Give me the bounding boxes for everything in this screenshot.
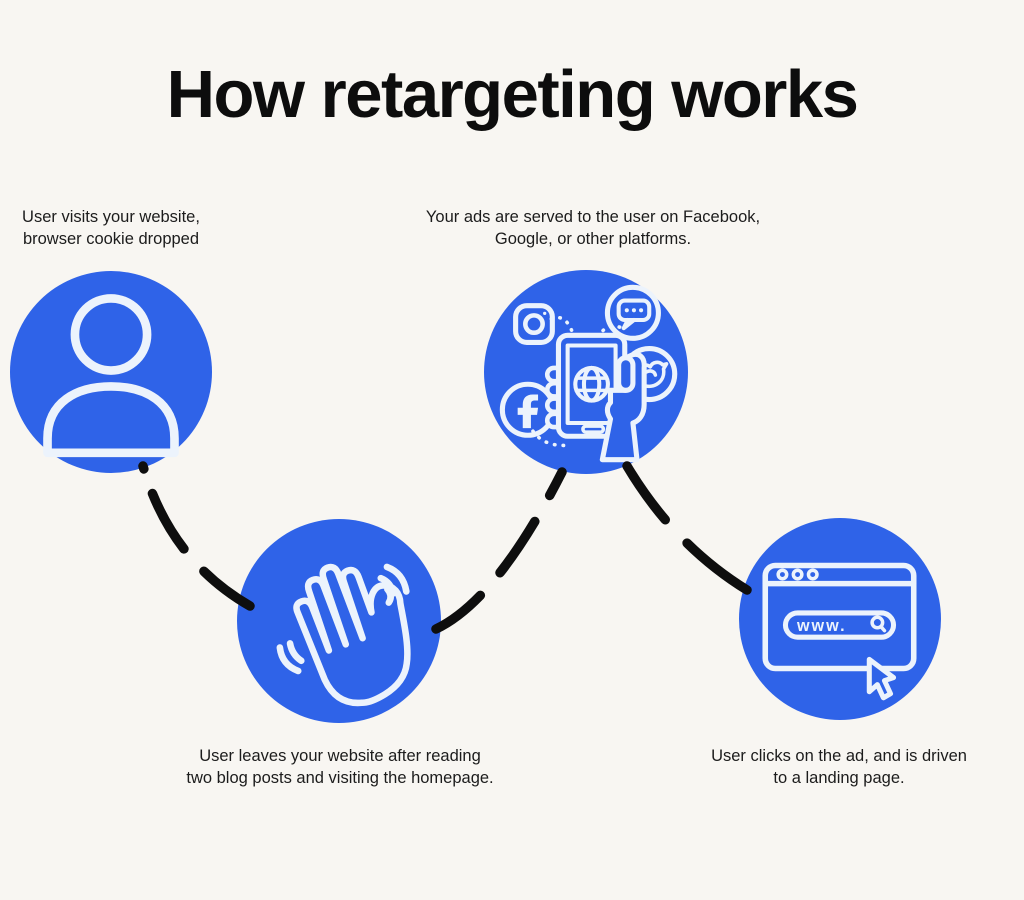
connector-1-2 (138, 461, 255, 611)
cursor-arrow-icon (866, 656, 897, 701)
page-title: How retargeting works (166, 57, 859, 132)
step-1-circle (10, 271, 212, 473)
thumb-curl (384, 585, 394, 606)
step-2-circle (237, 519, 441, 723)
connector-2-3 (431, 467, 567, 634)
browser-cursor-icon: www. (762, 562, 917, 701)
url-text: www. (796, 617, 847, 635)
chat-bubble-icon (604, 284, 661, 341)
user-head (70, 294, 152, 375)
globe-icon (573, 365, 610, 403)
connector-3-4 (622, 461, 752, 595)
step-3-caption: User leaves your website after reading t… (186, 747, 494, 787)
window-dots (776, 568, 819, 581)
browser-window (762, 562, 917, 672)
phone-social-ads-icon (499, 284, 678, 463)
url-bar: www. (782, 610, 897, 640)
step-4-circle: www. (739, 518, 941, 720)
waving-hand-icon (276, 563, 411, 707)
holding-hand (599, 351, 647, 463)
step-1-caption: User visits your website, browser cookie… (22, 208, 200, 248)
step-4-caption: User clicks on the ad, and is driven to … (711, 747, 967, 787)
step-2-caption: Your ads are served to the user on Faceb… (425, 208, 761, 248)
search-icon (870, 615, 887, 633)
hand-outline (293, 563, 411, 707)
instagram-icon (513, 303, 555, 345)
step-3-circle (484, 270, 688, 474)
user-icon (43, 294, 179, 458)
motion-lines (276, 563, 410, 675)
user-body (43, 382, 179, 458)
